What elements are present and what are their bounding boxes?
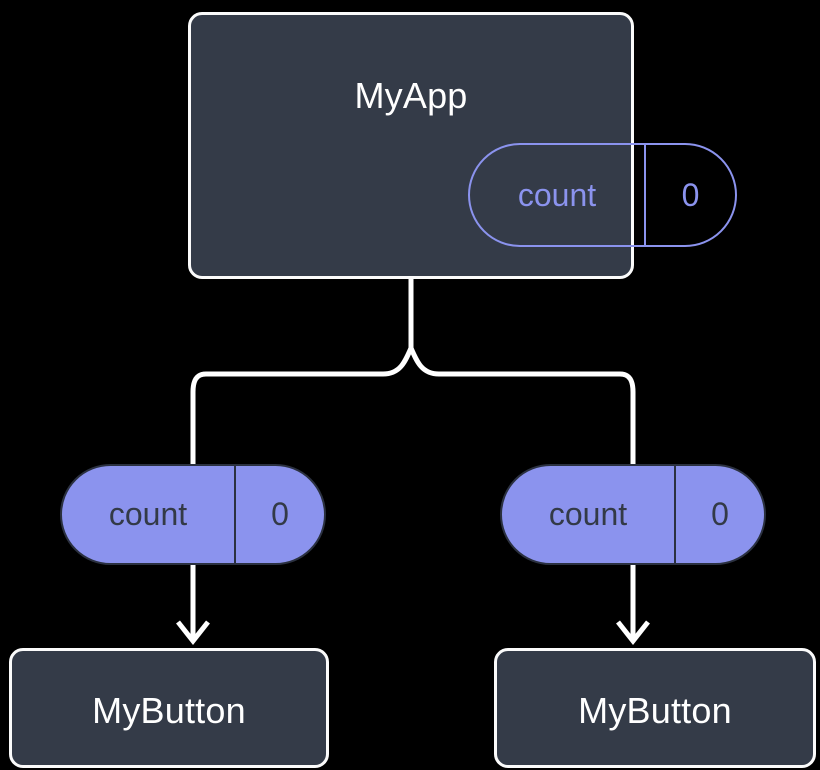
- component-node-mybutton-left[interactable]: MyButton: [9, 648, 329, 768]
- fork-branch-right: [408, 345, 636, 469]
- component-node-mybutton-right[interactable]: MyButton: [494, 648, 816, 768]
- state-pill-child-1-value: 0: [674, 466, 764, 563]
- state-pill-root[interactable]: count 0: [468, 143, 737, 247]
- component-label-mybutton-right: MyButton: [578, 690, 732, 731]
- component-node-myapp[interactable]: MyApp count 0: [188, 12, 737, 279]
- state-pill-child-1-key: count: [548, 496, 628, 532]
- state-pill-root-key: count: [517, 176, 597, 213]
- component-label-myapp: MyApp: [354, 75, 468, 116]
- fork-branch-left: [190, 345, 414, 469]
- prop-arrow-left-head: [176, 620, 210, 646]
- state-pill-child-1[interactable]: count 0: [500, 464, 766, 565]
- component-label-mybutton-left: MyButton: [92, 690, 246, 731]
- state-pill-child-0[interactable]: count 0: [60, 464, 326, 565]
- prop-arrow-right-head: [616, 620, 650, 646]
- state-pill-child-0-key: count: [108, 496, 188, 532]
- state-pill-root-value: 0: [644, 145, 735, 245]
- state-pill-child-0-value: 0: [234, 466, 324, 563]
